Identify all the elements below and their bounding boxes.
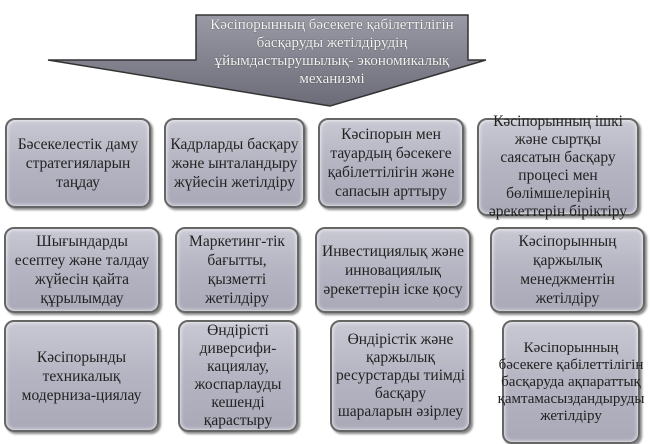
mechanism-arrow [47, 14, 487, 107]
measure-box: Өндірістік және қаржылық ресурстарды тиі… [330, 320, 471, 432]
measure-box: Кәсіпорынның бәсекеге қабілеттілігін бас… [498, 320, 644, 444]
measure-box: Бәсекелестік даму стратегияларын таңдау [5, 118, 151, 208]
measure-box: Кәсіпорынның қаржылық менеджментін жетіл… [490, 227, 645, 313]
measure-box: Кәсіпорынды техникалық модерниза-циялау [4, 320, 159, 432]
mechanism-title: Кәсіпорынның бәсекеге қабілеттілігін бас… [210, 17, 454, 87]
measure-box: Маркетинг-тік бағытты, қызметті жетілдір… [175, 227, 299, 313]
measure-box: Шығындарды есептеу және талдау жүйесін қ… [4, 227, 160, 313]
measure-box: Кәсіпорынның ішкі және сыртқы саясатын б… [477, 113, 639, 220]
measure-box: Инвестициялық және инновациялық әрекетте… [315, 227, 471, 313]
measure-box: Өндірісті диверсифи-кациялау, жоспарлауд… [178, 320, 298, 432]
measure-box: Кадрларды басқару және ынталандыру жүйес… [164, 118, 305, 208]
measure-box: Кәсіпорын мен тауардың бәсекеге қабілетт… [318, 118, 464, 208]
